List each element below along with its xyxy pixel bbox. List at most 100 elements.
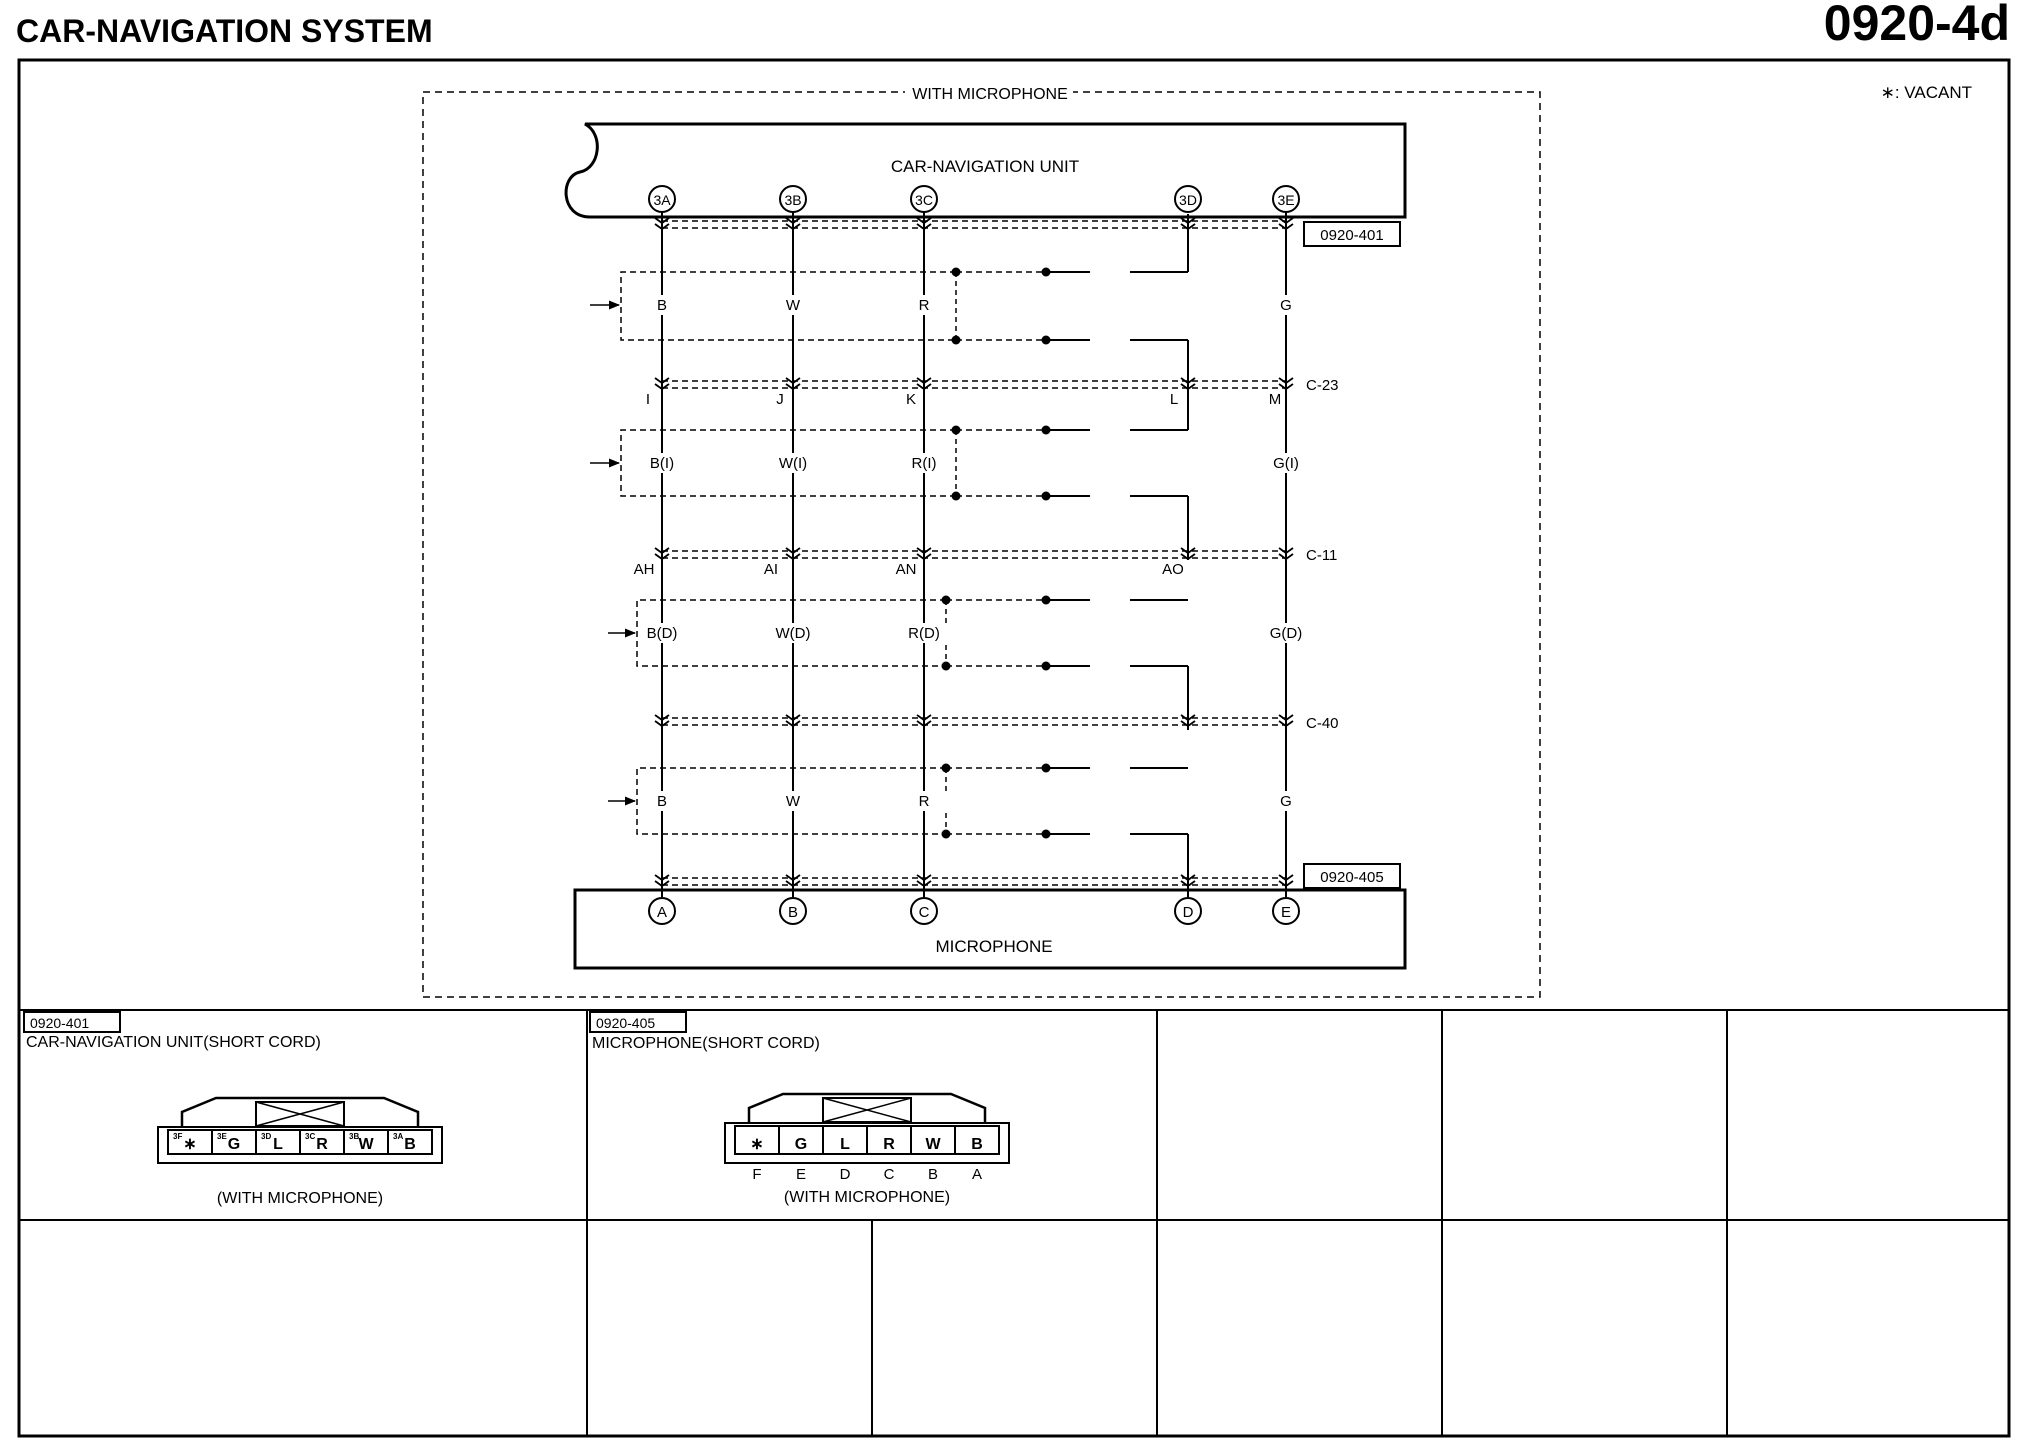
wire-label-backdrop: [1262, 295, 1310, 315]
cavity-wire-color: R: [883, 1136, 895, 1153]
cavity-pin-id: D: [840, 1166, 851, 1183]
crimp-mark: [916, 874, 932, 888]
crimp-mark: [1180, 874, 1196, 888]
cavity-pin-id: E: [796, 1166, 806, 1183]
junction-terminal-label: AN: [896, 561, 917, 578]
junction-terminal-label: L: [1170, 391, 1178, 408]
junction-ref: C-11: [1306, 547, 1337, 564]
connector-panel-caption: (WITH MICROPHONE): [784, 1189, 950, 1206]
connector-cavity: [734, 1125, 780, 1155]
crimp-mark: [785, 377, 801, 391]
connector-cavity: [910, 1125, 956, 1155]
wire-color-label: R(D): [908, 625, 940, 642]
junction-ref: C-23: [1306, 377, 1339, 394]
crimp-mark: [654, 547, 670, 561]
wire-color-label: B(I): [650, 455, 674, 472]
connector-latch-cross: [255, 1101, 345, 1127]
connector-panel-ref: 0920-405: [596, 1015, 655, 1031]
cavity-pin-id: B: [928, 1166, 938, 1183]
top-pin-label: 3D: [1179, 192, 1197, 208]
wire-label-backdrop: [900, 453, 948, 473]
page-code: 0920-4d: [1824, 0, 2010, 51]
connector-grid: [19, 1009, 2009, 1436]
microphone-box: [573, 888, 1407, 970]
cavity-pin-id: F: [752, 1166, 761, 1183]
splice-dot: [941, 661, 951, 671]
bottom-pin-label: E: [1281, 904, 1291, 921]
junction-terminal-label: AH: [634, 561, 655, 578]
crimp-mark: [1180, 547, 1196, 561]
bottom-pin-circle: [910, 897, 938, 925]
crimp-mark: [1278, 874, 1294, 888]
crimp-mark: [785, 217, 801, 231]
cavity-wire-color: G: [795, 1136, 807, 1153]
wire-label-backdrop: [638, 295, 686, 315]
crimp-layer: [654, 217, 1294, 888]
wire-color-label: B: [657, 793, 667, 810]
top-pin-circle: [1272, 185, 1300, 213]
crimp-mark: [1278, 377, 1294, 391]
car-navigation-unit-label: CAR-NAVIGATION UNIT: [891, 157, 1079, 176]
junction-terminal-label: J: [776, 391, 784, 408]
wire-label-backdrop: [1262, 791, 1310, 811]
signal-wires: [661, 210, 1287, 897]
splice-dot: [951, 491, 961, 501]
connector-panel-title: MICROPHONE(SHORT CORD): [592, 1035, 820, 1052]
wire-color-label: W: [786, 297, 801, 314]
cavity-wire-color: W: [925, 1136, 941, 1153]
connector-panel-title: CAR-NAVIGATION UNIT(SHORT CORD): [26, 1034, 321, 1051]
crimp-mark: [654, 377, 670, 391]
page-title: CAR-NAVIGATION SYSTEM: [16, 13, 433, 49]
wire-color-label: W(D): [776, 625, 811, 642]
crimp-mark: [1180, 377, 1196, 391]
bottom-pin-circle: [779, 897, 807, 925]
cavity-wire-color: ∗: [183, 1136, 196, 1153]
cavity-pin-id: 3D: [261, 1132, 271, 1141]
junction-terminal-label: K: [906, 391, 916, 408]
junction-ref: C-40: [1306, 715, 1339, 732]
wire-color-label: G: [1280, 297, 1292, 314]
cavity-pin-id: 3A: [393, 1132, 403, 1141]
wire-color-label: W(I): [779, 455, 807, 472]
wire-label-backdrop: [900, 295, 948, 315]
cavity-pin-id: 3B: [349, 1132, 359, 1141]
splice-dot: [951, 335, 961, 345]
wire-label-backdrop: [638, 791, 686, 811]
wire-label-backdrop: [638, 453, 686, 473]
wire-label-backdrop: [1262, 453, 1310, 473]
crimp-mark: [916, 217, 932, 231]
crimp-mark: [916, 714, 932, 728]
connector-ref-tag-top: [1303, 221, 1401, 247]
shield-frame: [620, 271, 956, 341]
cavity-wire-color: R: [316, 1136, 328, 1153]
top-pin-circle: [779, 185, 807, 213]
group-label-backdrop: [905, 84, 1073, 102]
connector-cavity: [866, 1125, 912, 1155]
outer-frame: [17, 58, 2011, 1438]
microphone-label: MICROPHONE: [935, 937, 1052, 956]
cavity-pin-id: 3F: [173, 1132, 182, 1141]
cavity-pin-id: 3C: [305, 1132, 315, 1141]
wire-label-backdrop: [1262, 623, 1310, 643]
wire-label-backdrop: [769, 623, 817, 643]
wire-label-backdrop: [769, 453, 817, 473]
connector-lock-hood: [747, 1092, 987, 1123]
splice-dot: [951, 425, 961, 435]
crimp-mark: [785, 714, 801, 728]
wire-label-backdrop: [900, 791, 948, 811]
top-pin-label: 3C: [915, 192, 933, 208]
wire-color-label: R(I): [912, 455, 937, 472]
splice-dot: [941, 763, 951, 773]
connector-cavity: [255, 1129, 301, 1155]
connector-panel-ref: 0920-401: [30, 1015, 89, 1031]
crimp-mark: [1278, 714, 1294, 728]
bottom-pin-label: D: [1183, 904, 1194, 921]
connector-ref-top: 0920-401: [1320, 227, 1383, 244]
connector-lock-hood: [180, 1096, 420, 1127]
cavity-wire-color: W: [358, 1136, 374, 1153]
connector-cavity: [778, 1125, 824, 1155]
bottom-pin-label: C: [919, 904, 930, 921]
crimp-mark: [1278, 217, 1294, 231]
